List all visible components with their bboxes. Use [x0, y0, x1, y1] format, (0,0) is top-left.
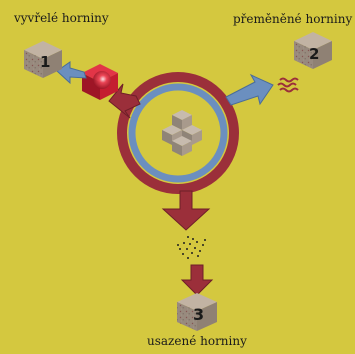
metamorphic-rocks-label: přeměněné horniny — [233, 12, 353, 26]
arrow-to-magma — [108, 83, 141, 119]
sediment-particles-icon — [177, 236, 206, 259]
arrow-to-igneous — [56, 61, 87, 85]
sedimentary-rock-cube — [177, 293, 217, 331]
cycle-ring — [117, 72, 239, 194]
igneous-rocks-label: vyvřelé horniny — [14, 11, 109, 25]
metamorphic-number: 2 — [309, 45, 319, 63]
arrow-to-metamorphic — [225, 73, 274, 106]
center-rock-cluster — [162, 110, 202, 156]
sedimentary-number: 3 — [193, 305, 204, 324]
arrow-to-sediment — [161, 190, 211, 231]
outer-ring — [117, 72, 239, 194]
inner-ring — [128, 83, 228, 183]
metamorphic-rock-cube — [294, 32, 332, 69]
magma-cube — [82, 64, 118, 100]
arrow-to-sedimentary — [180, 264, 214, 296]
igneous-number: 1 — [40, 53, 50, 71]
pressure-waves-icon — [277, 77, 299, 93]
sedimentary-rocks-label: usazené horniny — [147, 334, 247, 348]
igneous-rock-cube — [24, 41, 62, 78]
